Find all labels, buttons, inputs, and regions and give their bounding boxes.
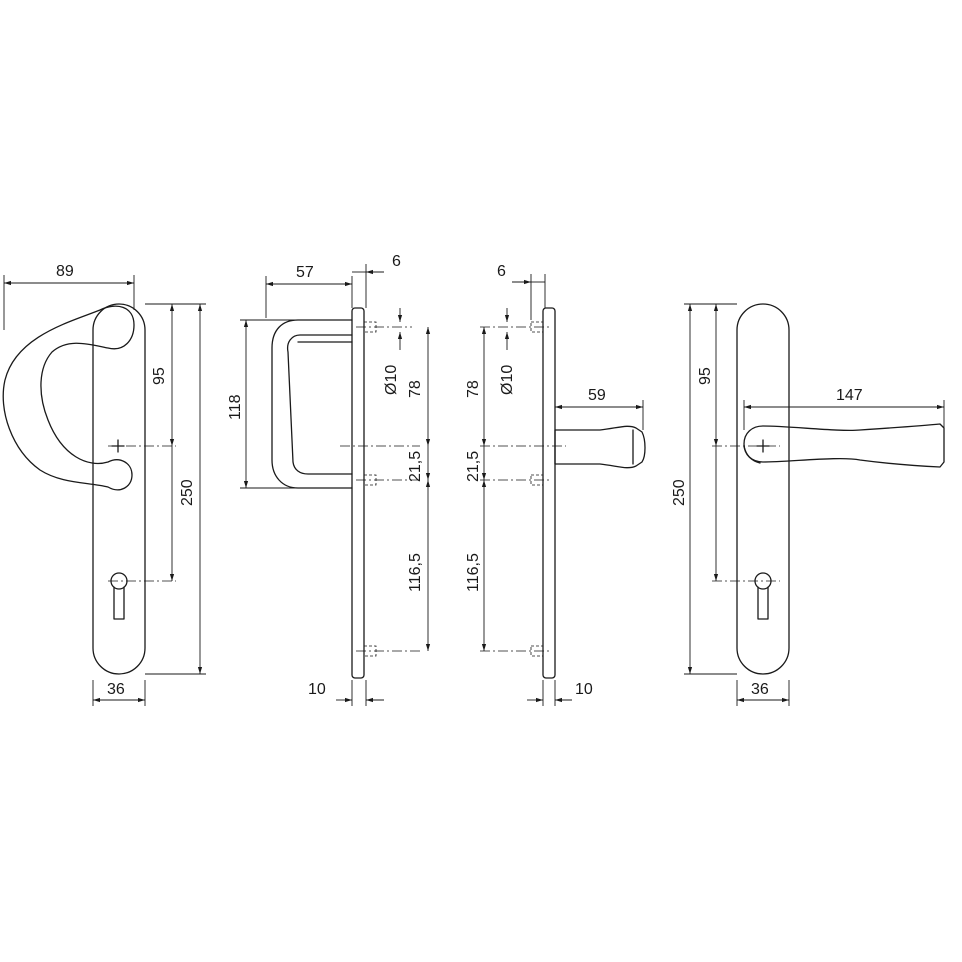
dim-plate-length: 250 xyxy=(671,479,688,506)
dim-screw-diameter: Ø10 xyxy=(499,365,516,395)
backplate-outline xyxy=(92,303,146,675)
dim-lever-projection: 59 xyxy=(588,387,606,404)
dim-screw-diameter: Ø10 xyxy=(383,365,400,395)
d-grip-outline xyxy=(2,305,135,491)
view-lever-handle-side: 6 Ø10 78 21,5 116,5 59 10 xyxy=(465,263,646,706)
lever-outline xyxy=(743,423,945,468)
plate-profile xyxy=(542,307,556,679)
plate-profile xyxy=(351,307,365,679)
dim-backset-95: 95 xyxy=(697,367,714,385)
dim-spindle-to-middle-fixing: 21,5 xyxy=(465,451,482,482)
lever-profile xyxy=(554,425,646,469)
dim-backset-95: 95 xyxy=(151,367,168,385)
dim-plate-thickness: 6 xyxy=(392,253,401,270)
dim-grip-height: 118 xyxy=(227,394,244,420)
cylinder-hole-slot xyxy=(113,586,125,620)
view-pull-handle-side: 57 6 118 Ø10 78 21,5 116,5 10 xyxy=(227,253,431,706)
grip-profile-inner xyxy=(286,334,353,475)
dim-plate-width: 36 xyxy=(107,681,125,698)
dim-spindle-to-top-fixing: 78 xyxy=(465,380,482,398)
dim-lever-length: 147 xyxy=(836,387,863,404)
dim-plate-depth-right: 10 xyxy=(575,681,593,698)
dim-plate-depth-left: 10 xyxy=(308,681,326,698)
view-pull-handle-front: 89 95 250 36 xyxy=(2,263,206,706)
dim-plate-thickness: 6 xyxy=(497,263,506,280)
dim-plate-length: 250 xyxy=(179,479,196,506)
cylinder-hole-top xyxy=(754,572,772,590)
dim-plate-width: 36 xyxy=(751,681,769,698)
dim-overall-projection: 89 xyxy=(56,263,74,280)
dim-fixing-spacing: 116,5 xyxy=(465,553,482,592)
dim-spindle-to-top-fixing: 78 xyxy=(407,380,424,398)
view-lever-handle-front: 147 95 250 36 xyxy=(671,303,945,706)
dim-fixing-spacing: 116,5 xyxy=(407,553,424,592)
cylinder-hole-top xyxy=(110,572,128,590)
cylinder-hole-slot xyxy=(757,586,769,620)
dim-grip-projection: 57 xyxy=(296,264,314,281)
dim-spindle-to-middle-fixing: 21,5 xyxy=(407,451,424,482)
backplate-outline xyxy=(736,303,790,675)
grip-profile-outer xyxy=(271,319,353,489)
